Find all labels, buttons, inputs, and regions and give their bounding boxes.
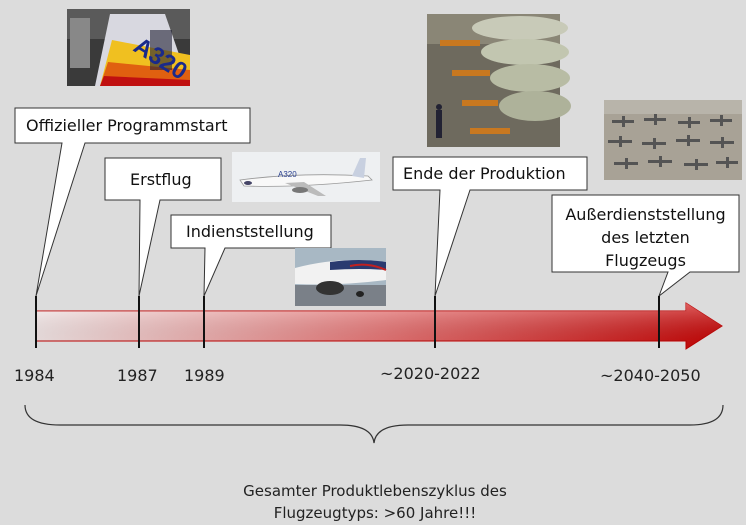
lifecycle-brace <box>24 404 724 444</box>
airliner-ground-photo <box>295 248 387 306</box>
milestone-label-line: des letzten <box>601 228 690 247</box>
summary-line: Flugzeugtyps: >60 Jahre!!! <box>273 504 477 522</box>
year-label-1984: 1984 <box>14 366 55 385</box>
milestone-label-ende-produktion: Ende der Produktion <box>403 164 566 183</box>
year-label-2040-2050: ~2040-2050 <box>600 366 701 385</box>
year-label-1989: 1989 <box>184 366 225 385</box>
milestone-label-line: Flugzeugs <box>605 251 686 270</box>
year-label-2020-2022: ~2020-2022 <box>380 364 481 383</box>
callout-ausserdienststellung <box>551 194 740 298</box>
aircraft-boneyard-photo <box>604 100 742 180</box>
timeline-arrow <box>35 302 723 350</box>
callout-erstflug <box>104 157 222 297</box>
callout-ende-produktion <box>392 156 588 297</box>
callout-indienststellung <box>170 214 332 297</box>
milestone-label-programmstart: Offizieller Programmstart <box>26 116 228 135</box>
milestone-label-ausserdienststellung: Außerdienststellung des letzten Flugzeug… <box>552 203 739 272</box>
callout-programmstart <box>14 107 251 297</box>
a320-flight-photo: A320 <box>232 152 380 202</box>
lifecycle-summary: Gesamter Produktlebenszyklus des Flugzeu… <box>180 480 570 524</box>
fuselage-lettering: A320 <box>278 170 297 179</box>
milestone-label-line: Außerdienststellung <box>565 205 726 224</box>
year-label-1987: 1987 <box>117 366 158 385</box>
a320-tail-photo: A320 <box>67 9 192 86</box>
milestone-label-erstflug: Erstflug <box>130 170 192 189</box>
assembly-hall-photo <box>427 14 571 147</box>
milestone-label-indienststellung: Indienststellung <box>186 222 314 241</box>
summary-line: Gesamter Produktlebenszyklus des <box>243 482 507 500</box>
